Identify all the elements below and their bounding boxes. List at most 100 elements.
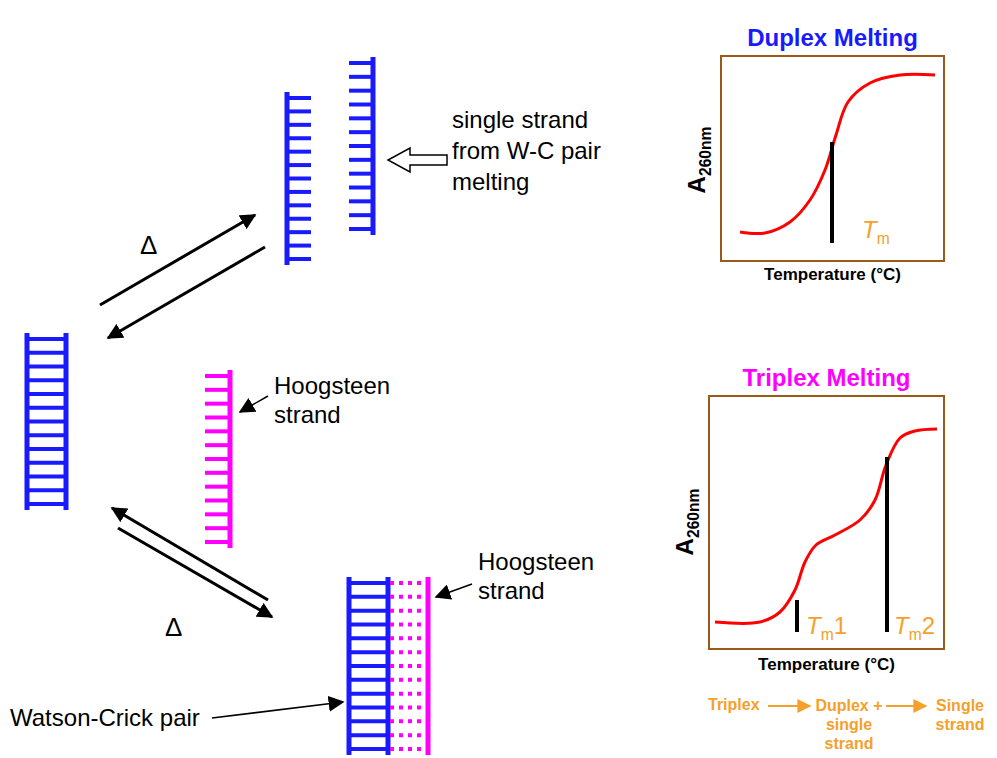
hoogsteen-pair-dotted <box>390 581 428 585</box>
callout-text: Watson-Crick pair <box>10 704 200 731</box>
base-pair-rung <box>27 420 66 424</box>
chart-title: Duplex Melting <box>702 24 963 52</box>
base-rung <box>205 388 230 392</box>
base-pair-rung <box>349 609 388 613</box>
tm-marker-line <box>830 142 834 243</box>
base-rung <box>205 402 230 406</box>
callout-text-group: Hoogsteen strand <box>274 372 402 430</box>
base-rung <box>349 199 373 203</box>
axis-label: A <box>683 176 710 193</box>
base-rung <box>349 130 373 134</box>
base-rung <box>287 163 311 167</box>
equilibrium-arrow <box>118 528 272 617</box>
base-pair-rung <box>349 733 388 737</box>
axis-label: 260nm <box>697 127 714 176</box>
base-pair-rung <box>27 502 66 506</box>
base-rung <box>349 158 373 162</box>
base-pair-rung <box>27 392 66 396</box>
tm-label: T <box>862 216 877 243</box>
base-pair-rung <box>349 595 388 599</box>
flow-step: Single strand <box>936 697 985 733</box>
callout-text: single strand from W-C pair melting <box>452 106 601 195</box>
chart-frame: Triplex Melting <box>708 395 945 650</box>
flow-step-group: Duplex + single strand <box>813 696 885 754</box>
base-pair-rung <box>349 706 388 710</box>
base-rung <box>287 109 311 113</box>
base-pair-rung <box>27 475 66 479</box>
base-pair-rung <box>349 664 388 668</box>
base-rung <box>205 540 230 544</box>
axis-label: A <box>671 538 698 555</box>
callout-text: Hoogsteen strand <box>478 548 594 604</box>
base-rung <box>349 144 373 148</box>
base-rung <box>205 443 230 447</box>
heat-symbol: Δ <box>165 612 182 642</box>
hoogsteen-pair-dotted <box>390 595 428 599</box>
base-rung <box>205 457 230 461</box>
base-pair-rung <box>349 747 388 751</box>
axis-label: 260nm <box>685 489 702 538</box>
leader-arrow <box>436 584 472 597</box>
tm-label-group: Tm1 <box>806 612 847 644</box>
heat-symbol-group: Δ <box>165 612 182 643</box>
hoogsteen-pair-dotted <box>390 692 428 696</box>
base-rung <box>205 374 230 378</box>
tm-label: T <box>806 612 821 639</box>
flow-step: Triplex <box>708 696 760 713</box>
tm-label: 2 <box>922 612 935 639</box>
base-rung <box>287 217 311 221</box>
equilibrium-arrow <box>112 508 268 600</box>
leader-arrow <box>240 396 268 412</box>
tm-label: m <box>909 626 922 643</box>
flow-step-group: Triplex <box>708 696 760 714</box>
hoogsteen-pair-dotted <box>390 636 428 640</box>
hoogsteen-pair-dotted <box>390 609 428 613</box>
base-pair-rung <box>27 461 66 465</box>
base-rung <box>349 172 373 176</box>
base-pair-rung <box>349 678 388 682</box>
base-rung <box>205 416 230 420</box>
base-rung <box>349 186 373 190</box>
callout-text: Hoogsteen strand <box>274 372 390 428</box>
callout-text-group: Watson-Crick pair <box>10 704 200 732</box>
axis-label: Temperature (°C) <box>764 265 901 284</box>
axis-label-group: A260nm <box>683 127 715 194</box>
tm-marker-line <box>795 600 799 632</box>
base-rung <box>205 485 230 489</box>
base-pair-rung <box>349 623 388 627</box>
hoogsteen-pair-dotted <box>390 733 428 737</box>
hoogsteen-pair-dotted <box>390 747 428 751</box>
base-pair-rung <box>27 365 66 369</box>
heat-symbol: Δ <box>140 230 157 260</box>
base-rung <box>349 89 373 93</box>
base-rung <box>349 75 373 79</box>
heat-symbol-group: Δ <box>140 230 157 261</box>
tm-label: T <box>894 612 909 639</box>
hoogsteen-pair-dotted <box>390 664 428 668</box>
base-pair-rung <box>27 378 66 382</box>
equilibrium-arrow <box>108 247 265 338</box>
hoogsteen-pair-dotted <box>390 623 428 627</box>
axis-label-group: Temperature (°C) <box>720 265 945 285</box>
leader-arrow <box>212 702 343 718</box>
flow-step: Duplex + single strand <box>815 697 882 752</box>
chart-title: Triplex Melting <box>690 364 963 392</box>
base-rung <box>287 136 311 140</box>
base-pair-rung <box>349 719 388 723</box>
base-rung <box>287 244 311 248</box>
tm-label: m <box>821 626 834 643</box>
base-rung <box>287 230 311 234</box>
base-pair-rung <box>27 406 66 410</box>
base-pair-rung <box>349 692 388 696</box>
base-pair-rung <box>349 650 388 654</box>
flow-arrow <box>886 705 926 707</box>
base-rung <box>349 116 373 120</box>
base-pair-rung <box>27 433 66 437</box>
base-pair-rung <box>27 351 66 355</box>
callout-text-group: Hoogsteen strand <box>478 548 606 606</box>
hollow-arrow <box>388 148 447 172</box>
base-rung <box>205 499 230 503</box>
chart-frame: Duplex Melting <box>720 55 945 262</box>
axis-label-group: Temperature (°C) <box>708 655 945 675</box>
base-pair-rung <box>27 337 66 341</box>
